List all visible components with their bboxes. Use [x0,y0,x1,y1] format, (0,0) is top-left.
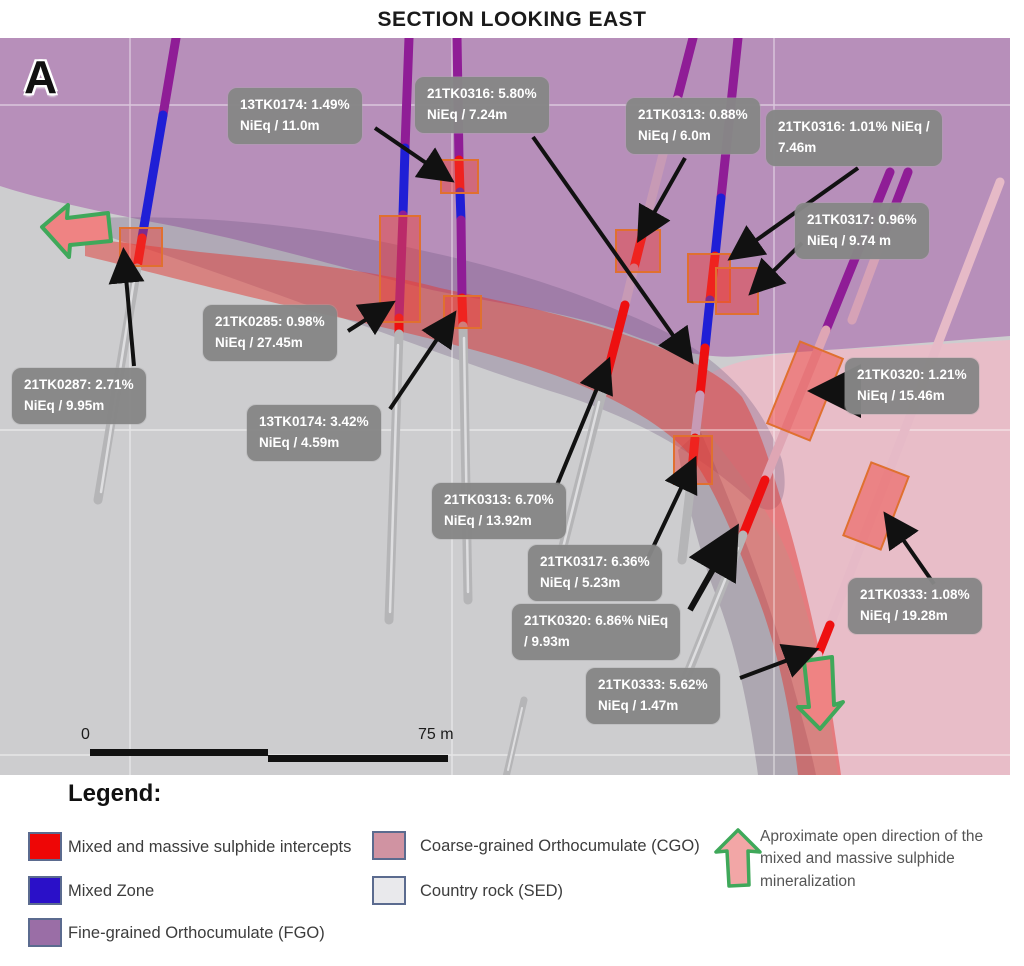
legend-swatch-sulphide [28,832,62,861]
legend-heading: Legend: [68,780,162,807]
arrow-21TK0313-upper [637,157,687,243]
arrow-13TK0174-upper [373,126,455,183]
page-title: SECTION LOOKING EAST [377,8,647,31]
annotation-label-21TK0285: 21TK0285: 0.98%NiEq / 27.45m [203,305,337,361]
scale-bar [90,749,448,762]
legend-label-cgo: Coarse-grained Orthocumulate (CGO) [420,837,700,855]
annotation-label-21TK0320-deep: 21TK0320: 6.86% NiEq/ 9.93m [512,604,681,660]
open-direction-arrow-left [40,203,113,259]
legend-label-mixed-zone: Mixed Zone [68,882,155,900]
scale-end-label: 75 m [418,726,454,743]
mesh-tail-overlay [678,430,816,775]
legend-open-direction-icon [714,828,762,888]
annotation-label-13TK0174-lower: 13TK0174: 3.42%NiEq / 4.59m [247,405,381,461]
arrow-21TK0316-deep [531,135,694,365]
legend-label-fgo: Fine-grained Orthocumulate (FGO) [68,924,325,942]
annotation-label-21TK0320-upper: 21TK0320: 1.21%NiEq / 15.46m [845,358,979,414]
legend-label-country-rock: Country rock (SED) [420,882,564,900]
intercept-box-21TK0317-upper [715,267,759,315]
legend-swatch-country-rock [372,876,406,905]
arrow-21TK0285 [346,300,396,336]
arrow-21TK0333-deep [739,643,820,680]
annotation-label-21TK0316-deep: 21TK0316: 5.80%NiEq / 7.24m [415,77,549,133]
section-marker: A [24,51,58,103]
arrow-21TK0313-deep [555,356,613,486]
annotation-label-21TK0313-deep: 21TK0313: 6.70%NiEq / 13.92m [432,483,566,539]
arrow-21TK0333-upper [883,511,936,586]
annotation-label-21TK0333-upper: 21TK0333: 1.08%NiEq / 19.28m [848,578,982,634]
annotation-label-21TK0317-deep: 21TK0317: 6.36%NiEq / 5.23m [528,545,662,601]
legend-open-direction-note: Aproximate open direction of the mixed a… [760,828,984,890]
sulphide-band [85,238,841,775]
legend-swatch-cgo [372,831,406,860]
intercept-box-21TK0317-deep [673,435,713,485]
legend-swatch-fgo [28,918,62,947]
annotation-label-13TK0174-upper: 13TK0174: 1.49%NiEq / 11.0m [228,88,362,144]
annotation-label-21TK0313-upper: 21TK0313: 0.88%NiEq / 6.0m [626,98,760,154]
scale-start-label: 0 [81,726,90,743]
annotation-label-21TK0333-deep: 21TK0333: 5.62%NiEq / 1.47m [586,668,720,724]
arrow-21TK0320-deep [687,523,739,612]
drillhole-21TK0285 [384,38,414,625]
annotation-label-21TK0287: 21TK0287: 2.71%NiEq / 9.95m [12,368,146,424]
arrow-21TK0287 [108,247,145,367]
arrow-13TK0174-lower [388,310,457,411]
annotation-label-21TK0317-upper: 21TK0317: 0.96%NiEq / 9.74 m [795,203,929,259]
intercept-box-21TK0316 [687,253,731,303]
legend-label-sulphide: Mixed and massive sulphide intercepts [68,838,352,856]
arrow-21TK0317-upper [748,241,804,296]
arrow-21TK0317-deep [646,455,698,559]
legend-swatch-mixed-zone [28,876,62,905]
drillhole-stub-bottom [502,696,528,775]
annotation-label-21TK0316-upper: 21TK0316: 1.01% NiEq /7.46m [766,110,942,166]
